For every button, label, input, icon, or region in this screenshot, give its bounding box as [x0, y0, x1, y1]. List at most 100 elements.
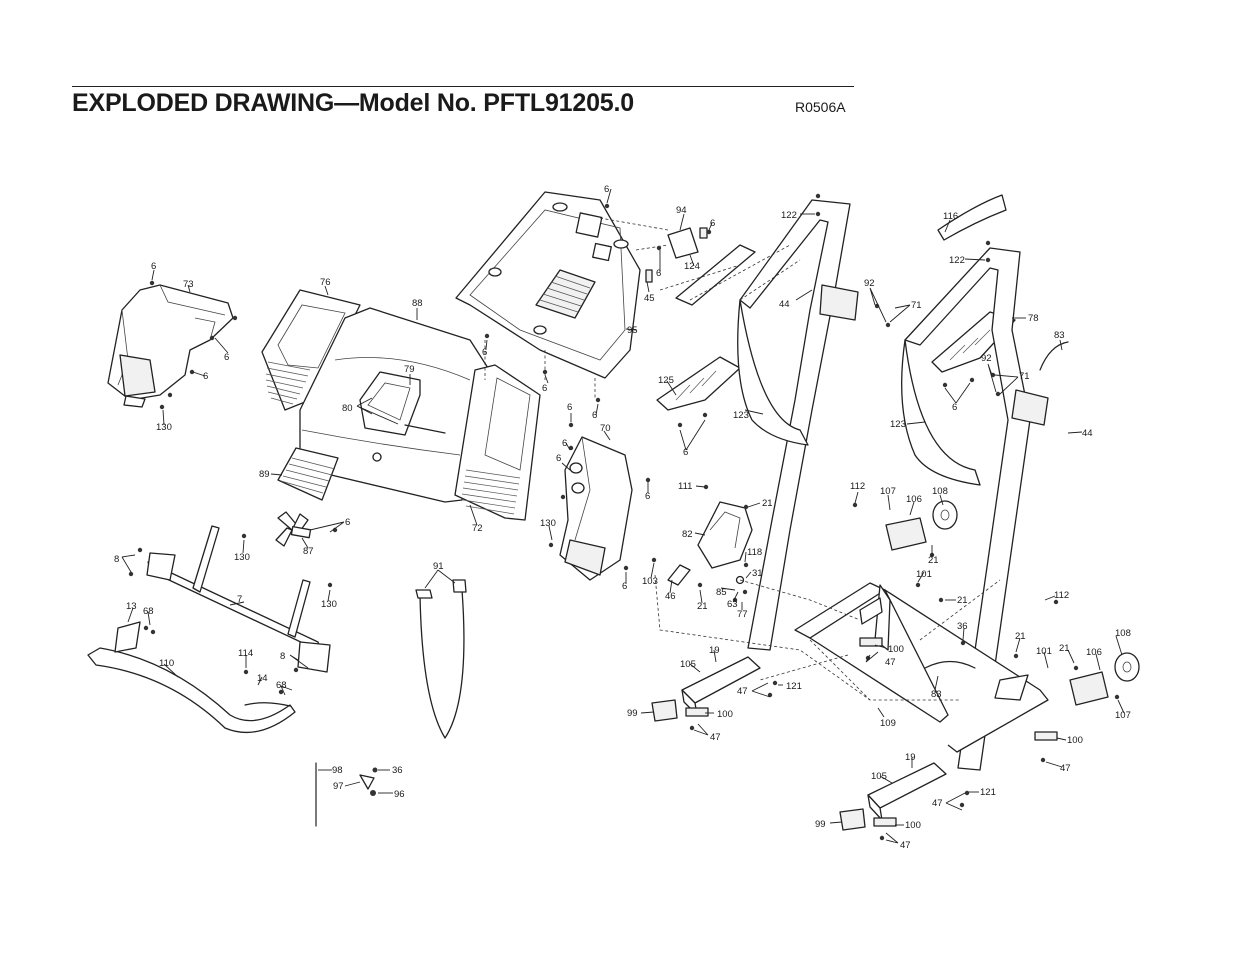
callout-label: 14 — [257, 673, 268, 684]
callout-label: 107 — [880, 486, 896, 497]
callout-label: 99 — [815, 819, 826, 830]
callout-label: 6 — [556, 453, 561, 464]
callout-label: 87 — [303, 546, 314, 557]
part-110-lower-base — [87, 621, 296, 734]
callout-label: 68 — [143, 606, 154, 617]
part-76-console-side — [261, 289, 361, 411]
callout-label: 68 — [276, 680, 287, 691]
callout-label: 73 — [183, 279, 194, 290]
callout-label: 46 — [665, 591, 676, 602]
callout-label: 6 — [567, 402, 572, 413]
callout-label: 80 — [342, 403, 353, 414]
callout-label: 83 — [931, 689, 942, 700]
callout-label: 71 — [1019, 371, 1030, 382]
callout-label: 95 — [627, 325, 638, 336]
part-82-motor-bracket — [667, 501, 753, 586]
part-91-belt — [415, 579, 467, 739]
part-109-frame — [794, 582, 1049, 753]
callout-labels: 6 94 6 122 116 6 73 76 88 124 6 122 45 4… — [114, 184, 1131, 851]
callout-label: 21 — [957, 595, 968, 606]
callout-label: 19 — [709, 645, 720, 656]
callout-label: 100 — [717, 709, 733, 720]
callout-label: 105 — [871, 771, 887, 782]
callout-label: 36 — [957, 621, 968, 632]
callout-label: 31 — [752, 568, 763, 579]
callout-label: 6 — [622, 581, 627, 592]
callout-label: 99 — [627, 708, 638, 719]
callout-label: 6 — [952, 402, 957, 413]
part-89-grille — [277, 447, 339, 501]
callout-label: 82 — [682, 529, 693, 540]
callout-label: 6 — [604, 184, 609, 195]
callout-label: 112 — [850, 481, 865, 492]
callout-label: 6 — [562, 438, 567, 449]
callout-label: 91 — [433, 561, 444, 572]
callout-label: 21 — [1059, 643, 1070, 654]
callout-label: 116 — [943, 211, 958, 222]
callout-label: 130 — [321, 599, 337, 610]
callout-label: 107 — [1115, 710, 1131, 721]
part-94-bracket — [645, 227, 708, 283]
callout-label: 6 — [656, 268, 661, 279]
part-7-base-frame — [146, 525, 331, 673]
callout-label: 97 — [333, 781, 344, 792]
callout-label: 89 — [259, 469, 270, 480]
callout-label: 103 — [642, 576, 658, 587]
callout-label: 118 — [747, 547, 762, 558]
callout-label: 111 — [678, 481, 692, 492]
part-105-foot-right — [839, 637, 1058, 831]
callout-label: 100 — [1067, 735, 1083, 746]
callout-label: 85 — [716, 587, 727, 598]
callout-label: 100 — [905, 820, 921, 831]
callout-label: 47 — [900, 840, 911, 851]
drawing-code: R0506A — [795, 99, 846, 115]
part-73-shield — [107, 284, 234, 408]
callout-label: 36 — [392, 765, 403, 776]
part-106-roller-bracket — [885, 500, 958, 551]
callout-label: 114 — [238, 648, 253, 659]
callout-label: 6 — [345, 517, 350, 528]
callout-label: 13 — [126, 601, 137, 612]
part-106-roller-bracket-2 — [1069, 652, 1140, 706]
callout-label: 6 — [482, 347, 487, 358]
fasteners — [128, 193, 1120, 841]
callout-label: 45 — [644, 293, 655, 304]
callout-label: 6 — [203, 371, 208, 382]
callout-label: 121 — [980, 787, 996, 798]
callout-label: 21 — [697, 601, 708, 612]
callout-label: 44 — [779, 299, 790, 310]
callout-label: 125 — [658, 375, 674, 386]
part-125-handrail-cap — [656, 356, 741, 411]
callout-label: 101 — [916, 569, 932, 580]
assembly-lines — [484, 217, 1001, 701]
callout-label: 47 — [737, 686, 748, 697]
callout-label: 63 — [727, 599, 738, 610]
callout-label: 21 — [762, 498, 773, 509]
callout-label: 98 — [332, 765, 343, 776]
callout-label: 123 — [890, 419, 906, 430]
callout-label: 76 — [320, 277, 331, 288]
header-rule — [72, 86, 854, 87]
callout-label: 47 — [710, 732, 721, 743]
callout-label: 6 — [710, 218, 715, 229]
callout-label: 108 — [932, 486, 948, 497]
callout-label: 70 — [600, 423, 611, 434]
part-123-left-upright — [737, 199, 859, 651]
part-87-fan — [275, 511, 312, 547]
part-123-right-upright — [901, 247, 1049, 771]
callout-label: 44 — [1082, 428, 1093, 439]
part-105-foot-left — [651, 656, 761, 722]
callout-label: 71 — [911, 300, 922, 311]
callout-label: 6 — [645, 491, 650, 502]
callout-label: 83 — [1054, 330, 1065, 341]
callout-label: 7 — [237, 594, 242, 605]
part-116-cap — [937, 194, 1007, 241]
callout-label: 122 — [949, 255, 965, 266]
callout-label: 92 — [864, 278, 875, 289]
callout-label: 96 — [394, 789, 405, 800]
callout-label: 130 — [156, 422, 172, 433]
callout-label: 130 — [234, 552, 250, 563]
part-124-bracket — [675, 244, 756, 306]
callout-label: 6 — [224, 352, 229, 363]
